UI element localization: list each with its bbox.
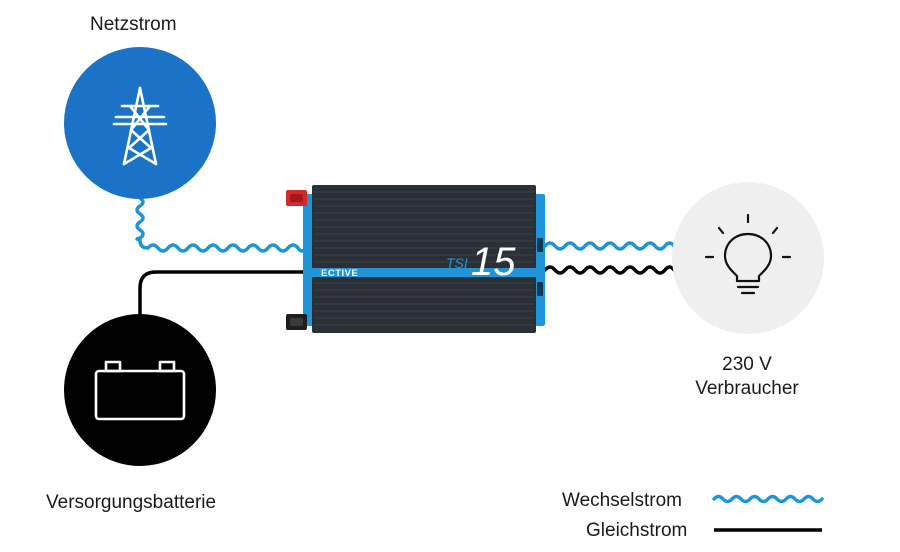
ac-socket (537, 282, 543, 296)
brand-logo: ECTIVE (321, 268, 358, 279)
ac-wire-grid-to-inverter (137, 198, 306, 251)
model-prefix: TSI (446, 255, 468, 271)
legend-dc-label: Gleichstrom (586, 519, 687, 543)
ac-socket (537, 238, 543, 252)
dc-wire-battery-to-inverter (140, 272, 306, 320)
load-node (672, 182, 824, 334)
ac-wire-inverter-to-load (545, 243, 674, 249)
load-label: 230 V Verbraucher (672, 353, 822, 401)
grid-node (64, 47, 216, 199)
battery-label: Versorgungsbatterie (46, 491, 216, 515)
inverter-device: ECTIVE TSI 15 (286, 185, 545, 333)
grid-label: Netzstrom (90, 13, 177, 37)
model-number: 15 (471, 240, 516, 284)
negative-terminal (286, 314, 307, 330)
wavy-wire-inverter-to-load-black (545, 267, 674, 273)
battery-circle (64, 314, 216, 466)
positive-terminal (286, 190, 307, 206)
battery-node (64, 314, 216, 466)
legend-ac-symbol (714, 497, 822, 502)
load-label-voltage: 230 V (672, 353, 822, 377)
load-label-name: Verbraucher (672, 377, 822, 401)
legend-ac-label: Wechselstrom (562, 489, 682, 513)
load-circle (672, 182, 824, 334)
